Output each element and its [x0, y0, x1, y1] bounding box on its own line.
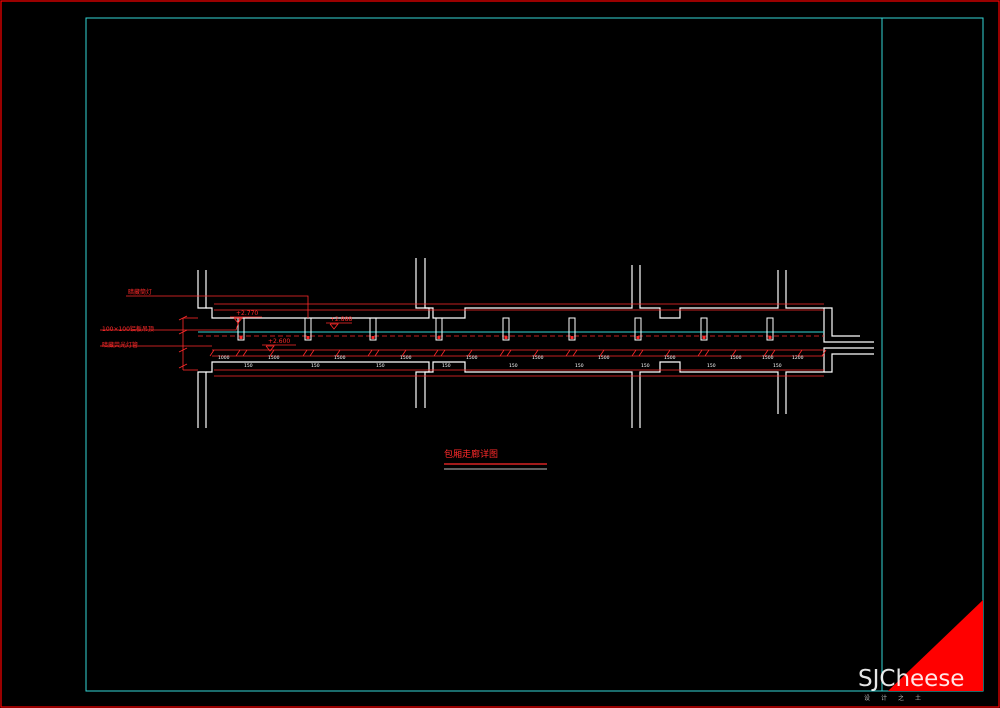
dim-tick-19: [599, 349, 605, 357]
dimension-2: 1500: [268, 355, 280, 361]
fixture-dot-8: [702, 336, 706, 339]
dim-tick-5: [302, 349, 308, 357]
dim-tick-3: [242, 349, 248, 357]
dim-tick-29: [821, 349, 827, 357]
dimension-11: 1200: [792, 355, 804, 361]
dim-tick-26: [763, 349, 769, 357]
sub-dimension-6: 150: [575, 363, 584, 369]
sub-dimension-7: 150: [641, 363, 650, 369]
watermark-tagline: 设计之土: [864, 694, 932, 702]
dimension-1: 1000: [218, 355, 230, 361]
dim-tick-13: [467, 349, 473, 357]
dimension-7: 1500: [598, 355, 610, 361]
label-low-left: 暗藏荧光灯管: [102, 341, 138, 349]
drawing-title: 包厢走廊详图: [444, 448, 498, 460]
sub-dimension-3: 150: [376, 363, 385, 369]
sub-dimension-5: 150: [509, 363, 518, 369]
fixture-dot-6: [570, 336, 574, 339]
dim-tick-15: [506, 349, 512, 357]
dim-tick-16: [533, 349, 539, 357]
corner-triangle: [888, 600, 983, 691]
dimension-texts: 1000 1500 1500 1500 1500 1500 1500 1500 1500 1500…: [218, 355, 804, 361]
dim-tick-12: [440, 349, 446, 357]
dim-tick-23: [697, 349, 703, 357]
sub-dimension-4: 150: [442, 363, 451, 369]
dim-tick-2: [235, 349, 241, 357]
dimension-5: 1500: [466, 355, 478, 361]
fixture-3: [369, 317, 377, 341]
dim-tick-14: [499, 349, 505, 357]
fixture-dot-2: [306, 336, 310, 339]
dim-tick-24: [704, 349, 710, 357]
dimension-9: 1500: [730, 355, 742, 361]
dim-tick-4: [269, 349, 275, 357]
dim-tick-8: [367, 349, 373, 357]
level-3: +2.600: [268, 338, 290, 345]
dim-tick-22: [665, 349, 671, 357]
fixture-5: [502, 317, 510, 341]
sub-dimension-1: 150: [244, 363, 253, 369]
dimension-ticks: [209, 349, 827, 357]
dim-tick-21: [638, 349, 644, 357]
fixture-6: [568, 317, 576, 341]
dimension-10: 1500: [762, 355, 774, 361]
dim-tick-18: [572, 349, 578, 357]
dim-tick-27: [770, 349, 776, 357]
level-2: +2.888: [330, 316, 352, 323]
label-top-left: 暗藏筒灯: [128, 288, 152, 296]
dimension-4: 1500: [400, 355, 412, 361]
dim-tick-17: [565, 349, 571, 357]
light-fixtures: [237, 317, 774, 341]
ceiling-strip: [198, 331, 824, 337]
dim-tick-11: [433, 349, 439, 357]
level-1: +2.770: [236, 310, 258, 317]
dim-tick-9: [374, 349, 380, 357]
dimension-8: 1500: [664, 355, 676, 361]
dim-tick-25: [731, 349, 737, 357]
dim-tick-28: [797, 349, 803, 357]
fixture-4: [435, 317, 443, 341]
sub-dimension-8: 150: [707, 363, 716, 369]
sub-dimension-texts: 150 150 150 150 150 150 150 150 150: [244, 363, 782, 369]
watermark-brand: SJCheese: [858, 666, 964, 692]
inner-frame: [85, 17, 984, 692]
fixture-8: [700, 317, 708, 341]
fixture-dot-1: [239, 336, 243, 339]
fixture-dot-9: [768, 336, 772, 339]
sub-dimension-9: 150: [773, 363, 782, 369]
fixture-dot-7: [636, 336, 640, 339]
fixture-7: [634, 317, 642, 341]
dim-tick-20: [631, 349, 637, 357]
label-mid-left: 100×100铝板吊顶: [102, 325, 154, 333]
dim-tick-6: [309, 349, 315, 357]
fixture-9: [766, 317, 774, 341]
dim-tick-1: [209, 349, 215, 357]
fixture-dot-5: [504, 336, 508, 339]
dim-tick-7: [335, 349, 341, 357]
sub-dimension-2: 150: [311, 363, 320, 369]
fixture-dot-4: [437, 336, 441, 339]
fixture-dot-3: [371, 336, 375, 339]
dimension-3: 1500: [334, 355, 346, 361]
corridor-plan: [197, 258, 874, 428]
dimension-6: 1500: [532, 355, 544, 361]
dim-tick-10: [401, 349, 407, 357]
